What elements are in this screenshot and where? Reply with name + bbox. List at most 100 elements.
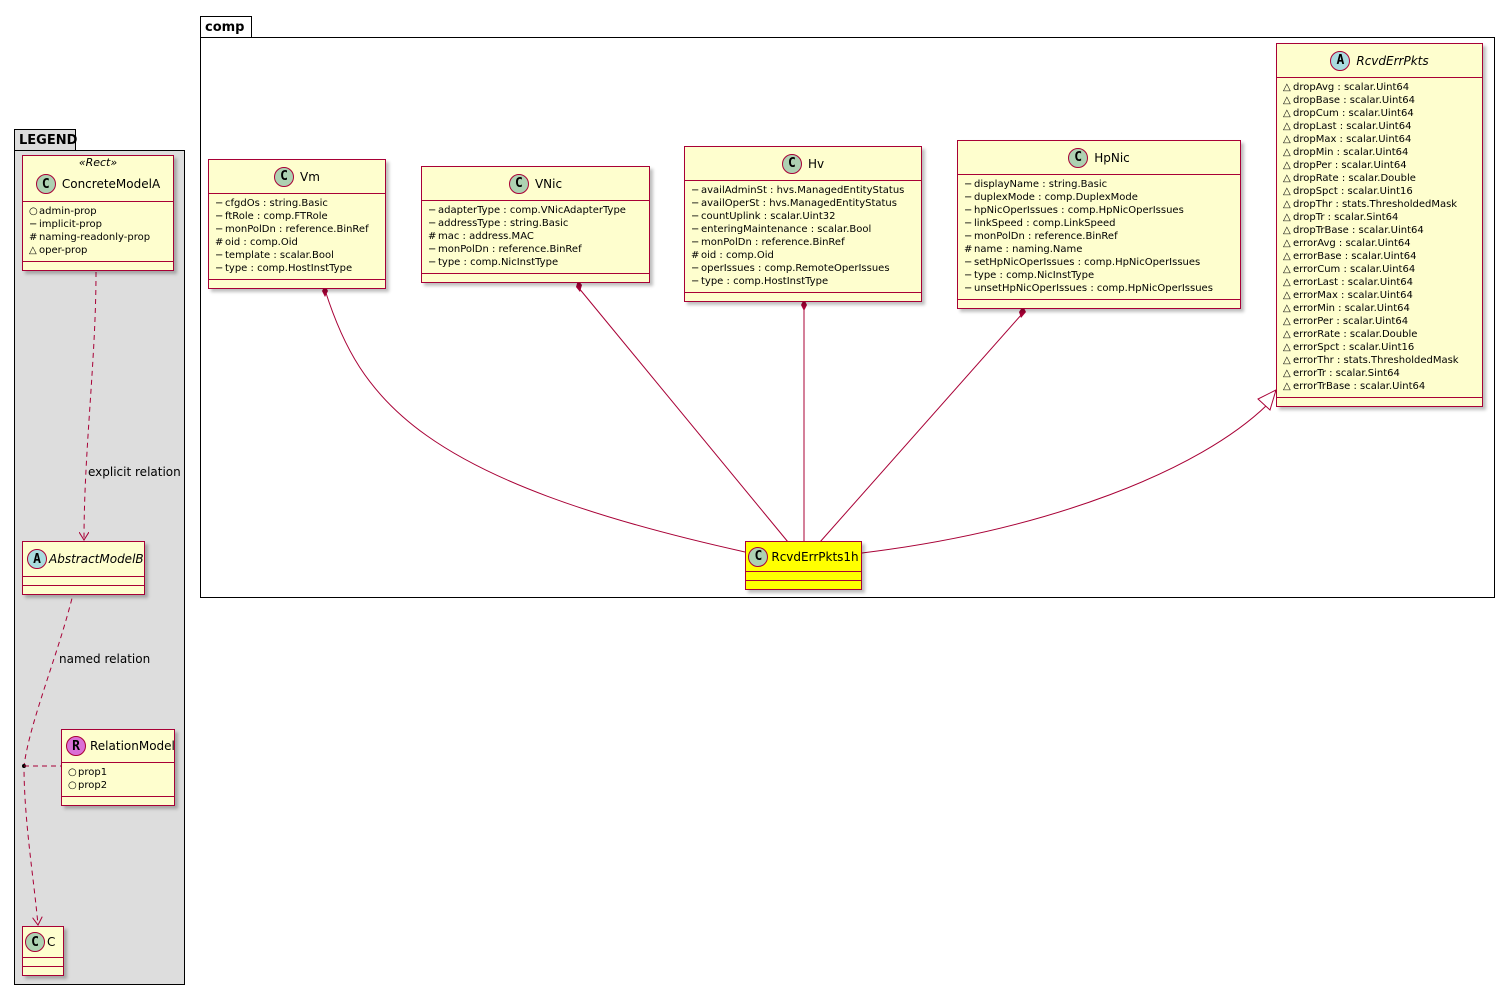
attribute-row: −template : scalar.Bool	[215, 249, 379, 262]
attribute-text: naming-readonly-prop	[39, 232, 151, 243]
visibility-icon: △	[1283, 264, 1291, 275]
visibility-icon: △	[1283, 290, 1291, 301]
attribute-list: −displayName : string.Basic−duplexMode :…	[958, 175, 1240, 300]
attribute-row: #mac : address.MAC	[428, 230, 643, 243]
attribute-row: △errorRate : scalar.Double	[1283, 328, 1476, 341]
visibility-icon: −	[215, 198, 224, 209]
attribute-row: ○admin-prop	[29, 205, 167, 218]
hv-class: C Hv −availAdminSt : hvs.ManagedEntitySt…	[684, 146, 922, 302]
hv-composition-diamond	[801, 299, 807, 311]
attribute-text: errorThr : stats.ThresholdedMask	[1293, 355, 1459, 366]
attribute-row: #oid : comp.Oid	[215, 236, 379, 249]
attribute-text: errorMin : scalar.Uint64	[1293, 303, 1410, 314]
attribute-row: △dropLast : scalar.Uint64	[1283, 120, 1476, 133]
visibility-icon: #	[215, 237, 224, 248]
attribute-row: △errorTr : scalar.Sint64	[1283, 367, 1476, 380]
attribute-list: ○prop1○prop2	[62, 763, 174, 797]
attribute-text: linkSpeed : comp.LinkSpeed	[974, 218, 1116, 229]
attribute-list: −availAdminSt : hvs.ManagedEntityStatus−…	[685, 181, 921, 293]
attribute-row: −addressType : string.Basic	[428, 217, 643, 230]
visibility-icon: −	[964, 257, 973, 268]
concrete-model-a-class: «Rect» C ConcreteModelA ○admin-prop−impl…	[22, 155, 174, 271]
attribute-row: △dropThr : stats.ThresholdedMask	[1283, 198, 1476, 211]
attribute-text: operIssues : comp.RemoteOperIssues	[701, 263, 890, 274]
attribute-list: △dropAvg : scalar.Uint64△dropBase : scal…	[1277, 78, 1482, 398]
attribute-text: dropCum : scalar.Uint64	[1293, 108, 1414, 119]
visibility-icon: △	[1283, 225, 1291, 236]
attribute-text: dropThr : stats.ThresholdedMask	[1293, 199, 1458, 210]
attribute-row: −availOperSt : hvs.ManagedEntityStatus	[691, 197, 915, 210]
attribute-text: enteringMaintenance : scalar.Bool	[701, 224, 872, 235]
attribute-text: errorBase : scalar.Uint64	[1293, 251, 1417, 262]
relation-model-class: R RelationModel ○prop1○prop2	[61, 729, 175, 806]
class-name: HpNic	[1094, 150, 1130, 165]
vm-class: C Vm −cfgdOs : string.Basic−ftRole : com…	[208, 159, 386, 289]
attribute-list: −adapterType : comp.VNicAdapterType−addr…	[422, 201, 649, 274]
visibility-icon: #	[29, 232, 38, 243]
visibility-icon: ○	[68, 767, 77, 778]
class-icon: C	[25, 932, 45, 952]
abstract-icon: A	[27, 549, 47, 569]
visibility-icon: △	[1283, 251, 1291, 262]
attribute-row: △errorAvg : scalar.Uint64	[1283, 237, 1476, 250]
visibility-icon: ○	[68, 780, 77, 791]
visibility-icon: △	[29, 245, 37, 256]
attribute-text: mac : address.MAC	[438, 231, 534, 242]
abstract-model-b-class: A AbstractModelB	[22, 541, 145, 595]
attribute-text: unsetHpNicOperIssues : comp.HpNicOperIss…	[974, 283, 1213, 294]
attribute-row: −ftRole : comp.FTRole	[215, 210, 379, 223]
attribute-text: monPolDn : reference.BinRef	[974, 231, 1118, 242]
attribute-text: monPolDn : reference.BinRef	[701, 237, 845, 248]
visibility-icon: −	[691, 237, 700, 248]
attribute-text: errorLast : scalar.Uint64	[1293, 277, 1413, 288]
attribute-row: −duplexMode : comp.DuplexMode	[964, 191, 1234, 204]
class-icon: C	[748, 546, 769, 567]
class-icon: C	[781, 153, 802, 174]
class-name: RcvdErrPkts	[1356, 53, 1429, 68]
attribute-row: △dropAvg : scalar.Uint64	[1283, 81, 1476, 94]
attribute-row: ○prop1	[68, 766, 168, 779]
attribute-text: admin-prop	[39, 206, 97, 217]
attribute-row: −type : comp.HostInstType	[691, 275, 915, 288]
visibility-icon: △	[1283, 108, 1291, 119]
attribute-row: −monPolDn : reference.BinRef	[215, 223, 379, 236]
attribute-text: type : comp.HostInstType	[701, 276, 829, 287]
attribute-text: template : scalar.Bool	[225, 250, 334, 261]
visibility-icon: −	[428, 257, 437, 268]
visibility-icon: △	[1283, 121, 1291, 132]
visibility-icon: −	[691, 276, 700, 287]
attribute-row: △errorBase : scalar.Uint64	[1283, 250, 1476, 263]
attribute-text: dropTrBase : scalar.Uint64	[1293, 225, 1424, 236]
rcvd-err-pkts-class: A RcvdErrPkts △dropAvg : scalar.Uint64△d…	[1276, 43, 1483, 407]
relation-icon: R	[66, 736, 86, 756]
attribute-text: oid : comp.Oid	[225, 237, 298, 248]
visibility-icon: −	[691, 185, 700, 196]
attribute-row: −availAdminSt : hvs.ManagedEntityStatus	[691, 184, 915, 197]
visibility-icon: △	[1283, 173, 1291, 184]
visibility-icon: △	[1283, 186, 1291, 197]
visibility-icon: −	[964, 205, 973, 216]
class-name: VNic	[534, 176, 563, 191]
visibility-icon: #	[691, 250, 700, 261]
class-name: Hv	[807, 156, 825, 171]
visibility-icon: △	[1283, 95, 1291, 106]
class-name: ConcreteModelA	[61, 177, 161, 191]
class-name: AbstractModelB	[49, 552, 144, 566]
class-name: RcvdErrPkts1h	[771, 549, 859, 564]
attribute-row: △dropCum : scalar.Uint64	[1283, 107, 1476, 120]
attribute-row: △dropMin : scalar.Uint64	[1283, 146, 1476, 159]
attribute-text: type : comp.NicInstType	[438, 257, 559, 268]
attribute-row: △dropBase : scalar.Uint64	[1283, 94, 1476, 107]
visibility-icon: −	[215, 250, 224, 261]
attribute-text: type : comp.NicInstType	[974, 270, 1095, 281]
class-icon: C	[508, 173, 529, 194]
attribute-row: △dropPer : scalar.Uint64	[1283, 159, 1476, 172]
visibility-icon: −	[691, 224, 700, 235]
attribute-row: −unsetHpNicOperIssues : comp.HpNicOperIs…	[964, 282, 1234, 295]
attribute-text: errorAvg : scalar.Uint64	[1293, 238, 1411, 249]
abstract-icon: A	[1330, 50, 1351, 71]
attribute-row: −linkSpeed : comp.LinkSpeed	[964, 217, 1234, 230]
attribute-text: monPolDn : reference.BinRef	[438, 244, 582, 255]
attribute-row: △dropSpct : scalar.Uint16	[1283, 185, 1476, 198]
attribute-row: −hpNicOperIssues : comp.HpNicOperIssues	[964, 204, 1234, 217]
